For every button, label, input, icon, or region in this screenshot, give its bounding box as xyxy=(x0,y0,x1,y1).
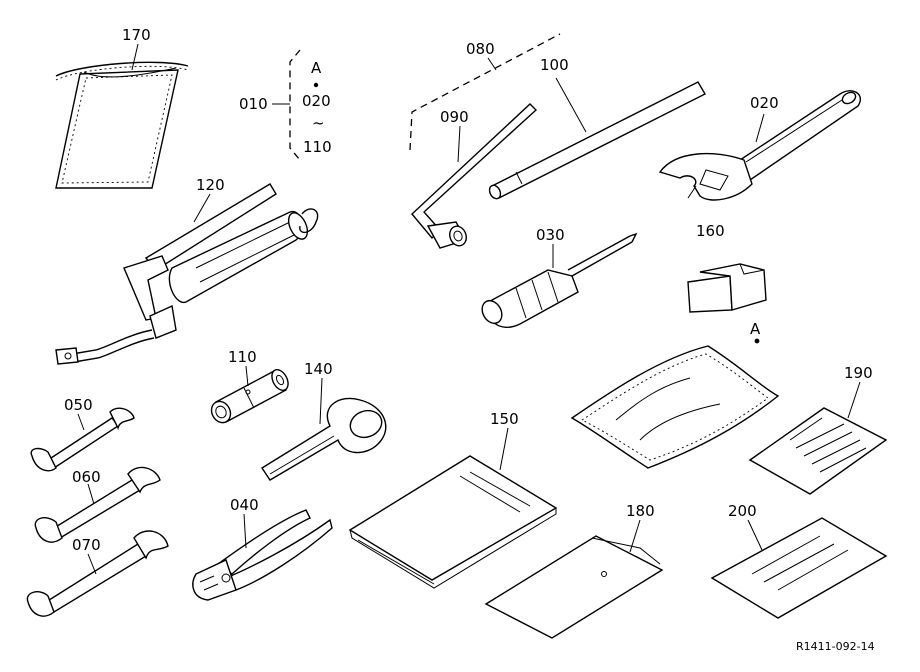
label-010: 010 xyxy=(239,95,268,113)
label-120: 120 xyxy=(196,176,225,194)
bracket-010 xyxy=(289,49,301,161)
label-range-start: 020 xyxy=(302,92,331,110)
drawing-code: R1411-092-14 xyxy=(796,640,875,653)
pliers-040 xyxy=(192,509,333,601)
envelope-180 xyxy=(484,535,664,639)
label-040: 040 xyxy=(230,496,259,514)
label-range-end: 110 xyxy=(303,138,332,156)
wrench-050 xyxy=(30,407,135,472)
label-100: 100 xyxy=(540,56,569,74)
label-050: 050 xyxy=(64,396,93,414)
leader-020 xyxy=(755,113,765,143)
label-A-group: A xyxy=(311,59,322,77)
card-190 xyxy=(748,407,888,495)
adjustable-wrench-020 xyxy=(658,90,861,201)
label-060: 060 xyxy=(72,468,101,486)
box-wrench-090 xyxy=(411,103,538,249)
grease-gun-120 xyxy=(55,183,319,365)
leader-090 xyxy=(457,125,461,163)
label-range-tilde: ~ xyxy=(312,114,325,132)
leader-170 xyxy=(131,43,139,71)
plastic-bag-A xyxy=(570,345,780,469)
leader-050 xyxy=(77,413,85,431)
sheet-200 xyxy=(710,517,888,619)
wrench-060 xyxy=(34,466,161,543)
leader-080 xyxy=(487,57,497,71)
leader-100 xyxy=(555,77,587,133)
leader-060 xyxy=(87,483,95,505)
label-150: 150 xyxy=(490,410,519,428)
label-190: 190 xyxy=(844,364,873,382)
tommy-bar-100 xyxy=(488,81,706,200)
screwdriver-030 xyxy=(481,232,638,329)
label-160: 160 xyxy=(696,222,725,240)
label-110: 110 xyxy=(228,348,257,366)
label-070: 070 xyxy=(72,536,101,554)
dot-A-bag xyxy=(754,338,760,344)
leader-180 xyxy=(629,519,641,553)
leader-120 xyxy=(193,193,211,223)
label-A-bag: A xyxy=(750,320,761,338)
wrench-070 xyxy=(26,530,169,617)
label-030: 030 xyxy=(536,226,565,244)
plug-wrench-110 xyxy=(210,369,289,424)
label-020: 020 xyxy=(750,94,779,112)
label-180: 180 xyxy=(626,502,655,520)
label-140: 140 xyxy=(304,360,333,378)
leader-140 xyxy=(319,377,323,425)
label-200: 200 xyxy=(728,502,757,520)
leader-070 xyxy=(87,553,97,575)
bracket-080 xyxy=(409,33,561,151)
label-080: 080 xyxy=(466,40,495,58)
leader-150 xyxy=(499,427,509,471)
tool-bag-170 xyxy=(55,61,189,189)
cap-160 xyxy=(687,263,767,313)
leader-110 xyxy=(245,365,249,387)
ring-spanner-140 xyxy=(261,397,387,481)
label-170: 170 xyxy=(122,26,151,44)
manual-150 xyxy=(348,455,558,589)
dot-A-group xyxy=(313,82,319,88)
label-090: 090 xyxy=(440,108,469,126)
leader-200 xyxy=(747,519,763,551)
leader-040 xyxy=(243,513,247,549)
leader-190 xyxy=(847,381,861,419)
